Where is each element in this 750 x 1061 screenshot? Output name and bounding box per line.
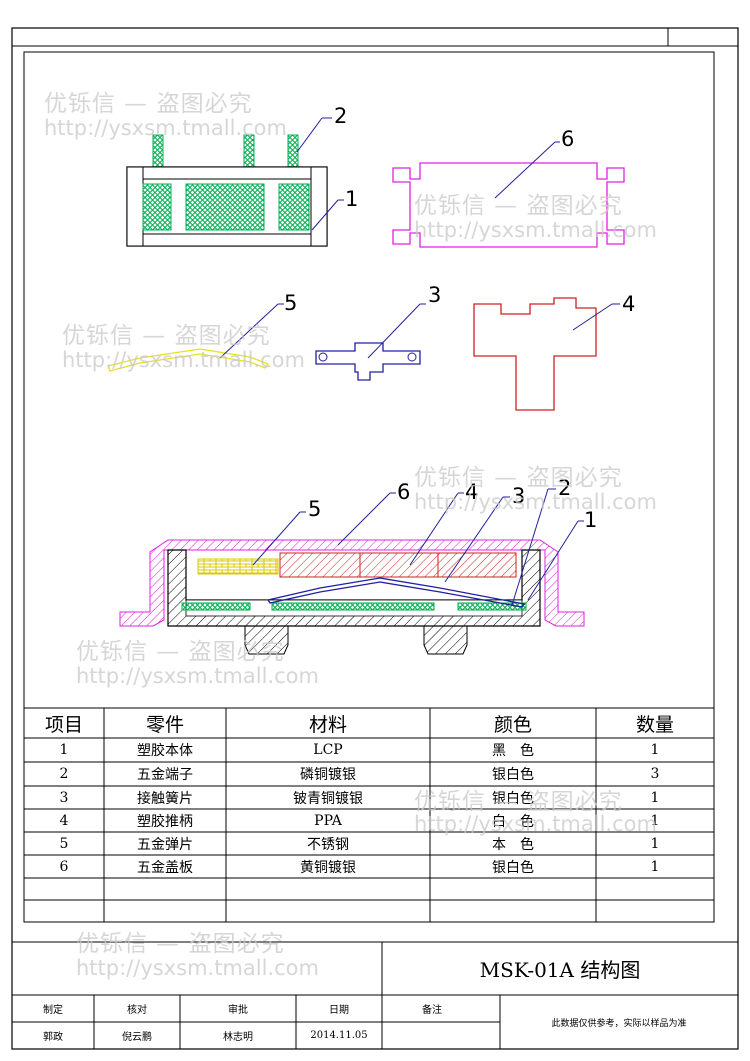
callout-6-top: 6 — [561, 127, 575, 151]
row4-material: PPA — [314, 812, 342, 829]
row2-item: 2 — [59, 766, 69, 782]
spring-view — [107, 303, 284, 372]
row2-color: 银白色 — [492, 767, 534, 783]
row2-qty: 3 — [650, 766, 660, 782]
header-material: 材料 — [308, 713, 347, 736]
row4-item: 4 — [59, 812, 69, 829]
callout-2-top: 2 — [334, 104, 348, 128]
drawing-border — [23, 51, 715, 923]
header-color: 颜色 — [493, 713, 532, 736]
reed-view — [315, 303, 426, 381]
handle-view — [473, 297, 620, 411]
callout-4-mid: 4 — [622, 292, 636, 316]
row2-part: 五金端子 — [137, 767, 193, 783]
label-remarks: 备注 — [422, 1005, 442, 1016]
row6-material: 黄铜镀银 — [300, 859, 356, 876]
label-approved: 审批 — [228, 1005, 248, 1016]
row1-material: LCP — [313, 742, 343, 758]
assembly-section — [119, 488, 585, 655]
row4-color: 白 色 — [492, 813, 534, 830]
row1-qty: 1 — [650, 742, 660, 758]
callout-5-mid: 5 — [284, 291, 298, 315]
row3-material: 铍青铜镀银 — [293, 790, 363, 807]
row6-part: 五金盖板 — [137, 859, 193, 876]
row1-part: 塑胶本体 — [137, 743, 193, 759]
row5-color: 本 色 — [492, 836, 534, 853]
row1-color: 黑 色 — [492, 743, 534, 759]
row6-qty: 1 — [650, 858, 660, 875]
row4-part: 塑胶推柄 — [137, 813, 193, 830]
callout-2-asm: 2 — [558, 476, 572, 500]
row5-part: 五金弹片 — [137, 836, 193, 853]
value-checked: 倪云鹏 — [122, 1032, 152, 1043]
label-date: 日期 — [329, 1005, 349, 1016]
body-terminal-view — [126, 117, 344, 247]
outer-frame — [11, 27, 739, 1050]
cover-view — [392, 141, 625, 248]
row6-item: 6 — [59, 858, 69, 875]
row1-item: 1 — [59, 742, 69, 758]
row3-part: 接触簧片 — [137, 790, 193, 807]
row3-qty: 1 — [650, 789, 660, 806]
callout-5-asm: 5 — [308, 497, 322, 521]
drawing-title: MSK-01A 结构图 — [479, 958, 641, 982]
title-block-grid — [12, 941, 738, 1049]
parts-table-grid — [24, 707, 714, 922]
callout-1-asm: 1 — [584, 508, 598, 532]
row5-item: 5 — [59, 835, 69, 852]
callout-6-asm: 6 — [397, 480, 411, 504]
disclaimer-note: 此数据仅供参考，实际以样品为准 — [551, 1018, 687, 1029]
callout-3-mid: 3 — [428, 283, 442, 307]
row5-material: 不锈钢 — [307, 836, 349, 853]
row3-color: 银白色 — [492, 790, 534, 807]
label-prepared: 制定 — [43, 1005, 63, 1016]
value-date: 2014.11.05 — [310, 1030, 368, 1041]
header-qty: 数量 — [635, 713, 674, 736]
row3-item: 3 — [59, 789, 69, 806]
row6-color: 银白色 — [492, 859, 534, 876]
callout-4-asm: 4 — [465, 480, 479, 504]
row5-qty: 1 — [650, 835, 660, 852]
value-approved: 林志明 — [223, 1032, 253, 1043]
row4-qty: 1 — [650, 812, 660, 829]
label-checked: 核对 — [127, 1005, 147, 1016]
value-prepared: 郭政 — [43, 1032, 63, 1043]
header-item: 项目 — [44, 713, 83, 736]
callout-1-top: 1 — [345, 187, 359, 211]
row2-material: 磷铜镀银 — [300, 767, 356, 783]
callout-3-asm: 3 — [512, 484, 526, 508]
header-part: 零件 — [145, 713, 184, 736]
